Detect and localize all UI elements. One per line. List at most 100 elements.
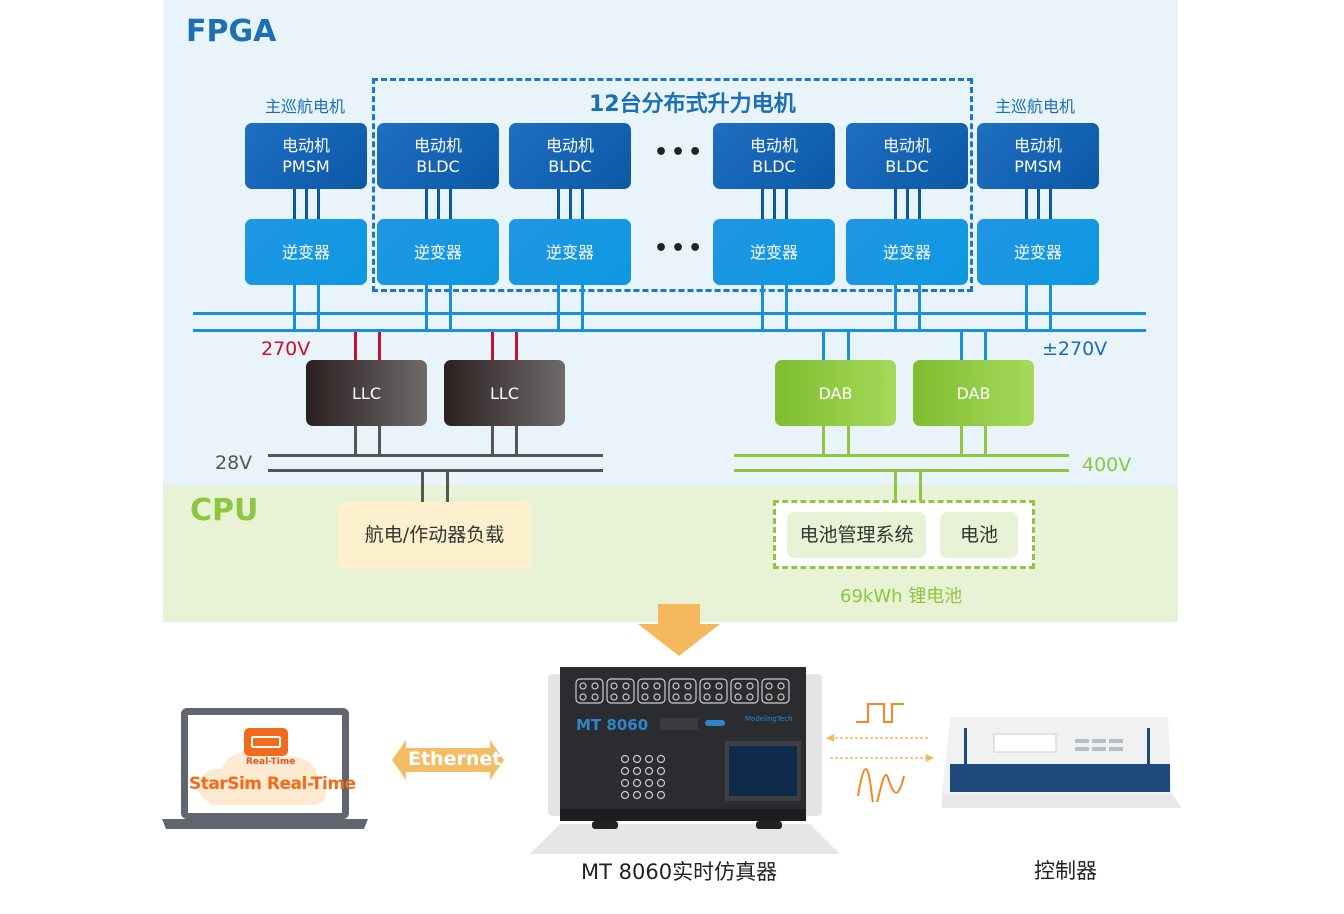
motor-phase-line — [305, 189, 308, 219]
motor-phase-line — [906, 189, 909, 219]
lift-motor-group — [372, 78, 973, 292]
down-arrow-icon — [638, 604, 720, 656]
motor-phase-line — [1037, 189, 1040, 219]
signal-exchange-icon — [826, 703, 934, 802]
motor-phase-line — [293, 189, 296, 219]
cruise-label-left: 主巡航电机 — [265, 97, 346, 116]
avionics-load-box: 航电/作动器负载 — [338, 502, 531, 569]
lv-bus-1 — [268, 454, 603, 457]
inverter-dc-line — [581, 285, 584, 330]
simulator-device-image — [530, 667, 840, 854]
cpu-label: CPU — [190, 493, 259, 528]
inverter-box: 逆变器 — [509, 219, 631, 285]
inverter-box: 逆变器 — [377, 219, 499, 285]
llc-converter-1: LLC — [306, 360, 427, 426]
battery-label: 电池 — [959, 523, 998, 546]
motor-phase-line — [437, 189, 440, 219]
motor-box: 电动机 BLDC — [846, 123, 968, 189]
motor-phase-line — [894, 189, 897, 219]
simulator-model: MT 8060 — [576, 716, 649, 734]
inverter-box: 逆变器 — [245, 219, 367, 285]
voltage-270v: 270V — [261, 338, 311, 360]
motor-phase-line — [1025, 189, 1028, 219]
motor-model-label: BLDC — [885, 157, 929, 176]
inverter-dc-line — [425, 285, 428, 330]
motor-model-label: PMSM — [1014, 157, 1062, 176]
ethernet-arrow-icon — [392, 740, 504, 780]
bms-label: 电池管理系统 — [799, 523, 914, 546]
dab-label: DAB — [818, 383, 853, 403]
software-name: StarSim Real-Time — [189, 774, 356, 794]
inverter-label: 逆变器 — [413, 242, 462, 262]
motor-phase-line — [773, 189, 776, 219]
inverter-dc-line — [449, 285, 452, 330]
motor-box: 电动机 BLDC — [713, 123, 835, 189]
inverter-dc-line — [1025, 285, 1028, 330]
motor-box: 电动机 PMSM — [245, 123, 367, 189]
lv-bus-2 — [268, 469, 603, 472]
motor-phase-line — [557, 189, 560, 219]
inverter-label: 逆变器 — [1013, 242, 1062, 262]
simulator-caption: MT 8060实时仿真器 — [581, 860, 778, 884]
inverter-box: 逆变器 — [713, 219, 835, 285]
load-label: 航电/作动器负载 — [364, 524, 505, 546]
bus-line-pos — [193, 312, 1146, 315]
ellipsis-motors: ••• — [654, 140, 706, 165]
inverter-box: 逆变器 — [846, 219, 968, 285]
motor-phase-line — [425, 189, 428, 219]
motor-model-label: BLDC — [416, 157, 460, 176]
llc-label: LLC — [490, 383, 519, 403]
battery-caption: 69kWh 锂电池 — [840, 586, 963, 607]
motor-type-label: 电动机 — [281, 136, 330, 155]
llc-label: LLC — [352, 383, 381, 403]
lift-group-title: 12台分布式升力电机 — [585, 86, 800, 118]
inverter-label: 逆变器 — [749, 242, 798, 262]
motor-type-label: 电动机 — [545, 136, 594, 155]
inverter-dc-line — [894, 285, 897, 330]
inverter-dc-line — [557, 285, 560, 330]
motor-phase-line — [1049, 189, 1052, 219]
inverter-dc-line — [317, 285, 320, 330]
bus-line-neg — [193, 329, 1146, 332]
battery-box: 电池 — [940, 512, 1018, 558]
motor-phase-line — [918, 189, 921, 219]
dab-converter-2: DAB — [913, 360, 1034, 426]
motor-model-label: BLDC — [548, 157, 592, 176]
bms-box: 电池管理系统 — [787, 512, 926, 558]
motor-box: 电动机 BLDC — [509, 123, 631, 189]
motor-phase-line — [785, 189, 788, 219]
motor-phase-line — [581, 189, 584, 219]
battery-bus-1 — [734, 454, 1069, 457]
motor-type-label: 电动机 — [882, 136, 931, 155]
motor-phase-line — [449, 189, 452, 219]
motor-box: 电动机 PMSM — [977, 123, 1099, 189]
motor-model-label: BLDC — [752, 157, 796, 176]
motor-type-label: 电动机 — [1013, 136, 1062, 155]
inverter-label: 逆变器 — [281, 242, 330, 262]
software-badge: Real-Time — [246, 757, 296, 767]
battery-bus-2 — [734, 469, 1069, 472]
fpga-label: FPGA — [186, 14, 277, 49]
inverter-dc-line — [761, 285, 764, 330]
llc-converter-2: LLC — [444, 360, 565, 426]
simulator-brand: ModelingTech — [745, 715, 793, 723]
dab-converter-1: DAB — [775, 360, 896, 426]
controller-caption: 控制器 — [1034, 859, 1097, 883]
ethernet-label: Ethernet — [408, 748, 502, 770]
inverter-dc-line — [293, 285, 296, 330]
inverter-dc-line — [1049, 285, 1052, 330]
motor-phase-line — [317, 189, 320, 219]
motor-type-label: 电动机 — [749, 136, 798, 155]
ellipsis-inverters: ••• — [654, 236, 706, 261]
inverter-dc-line — [785, 285, 788, 330]
voltage-28v: 28V — [215, 452, 253, 474]
motor-phase-line — [761, 189, 764, 219]
motor-type-label: 电动机 — [413, 136, 462, 155]
voltage-400v: 400V — [1082, 454, 1132, 476]
motor-model-label: PMSM — [282, 157, 330, 176]
voltage-pm270v: ±270V — [1042, 338, 1108, 360]
cruise-label-right: 主巡航电机 — [995, 97, 1076, 116]
inverter-label: 逆变器 — [545, 242, 594, 262]
motor-box: 电动机 BLDC — [377, 123, 499, 189]
inverter-box: 逆变器 — [977, 219, 1099, 285]
